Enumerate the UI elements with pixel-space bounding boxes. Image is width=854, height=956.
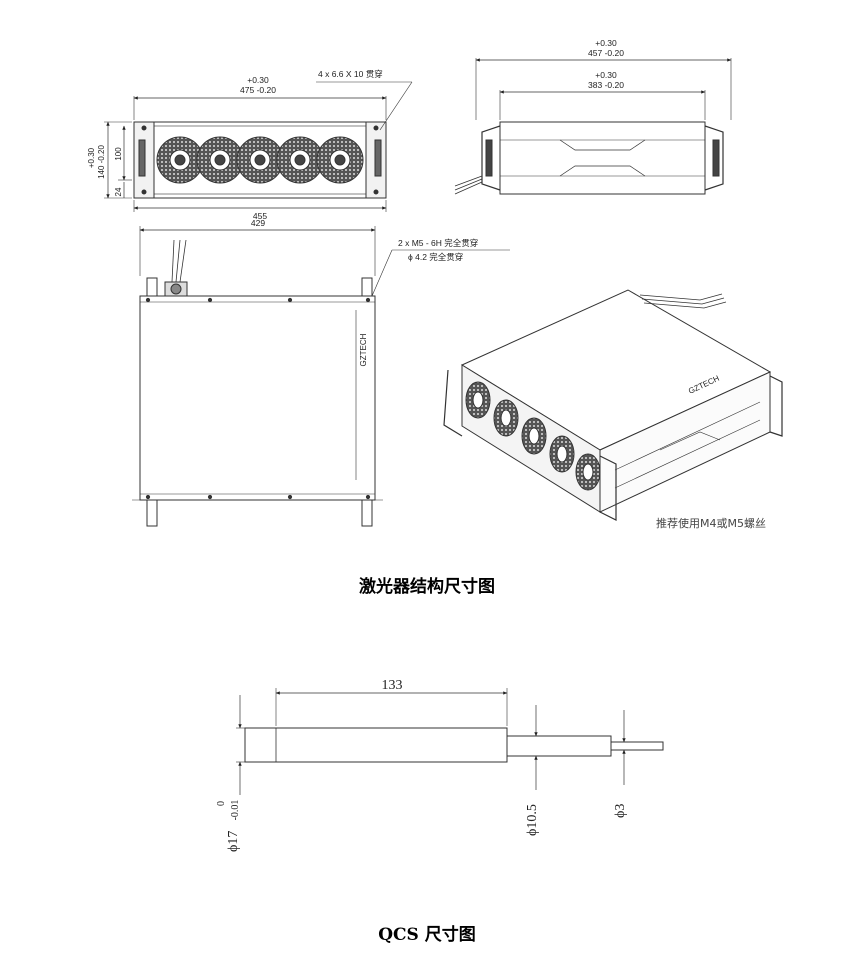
qcs-dia-mid: ϕ10.5 xyxy=(525,804,540,836)
qcs-dia-main-tol-up: 0 xyxy=(216,801,227,806)
top-view xyxy=(132,226,510,527)
front-hole-note: 4 x 6.6 X 10 贯穿 xyxy=(318,69,383,79)
top-note-line1: 2 x M5 - 6H 完全贯穿 xyxy=(398,238,478,248)
qcs-dia-main: ϕ17 xyxy=(226,831,241,852)
top-brand-logo: GZTECH xyxy=(359,333,368,366)
figure-caption-qcs: QCS 尺寸图 xyxy=(378,925,476,945)
side-inner-value: 383 -0.20 xyxy=(588,80,624,90)
front-inner-height: 100 xyxy=(114,147,123,161)
top-width: 429 xyxy=(251,218,265,228)
iso-screw-note: 推荐使用M4或M5螺丝 xyxy=(656,516,766,530)
isometric-view xyxy=(443,289,783,521)
side-inner-tol: +0.30 xyxy=(595,70,617,80)
front-bottom-width: 455 xyxy=(253,211,267,221)
front-width-value: 475 -0.20 xyxy=(240,85,276,95)
front-view xyxy=(104,81,413,212)
front-height-value: 140 -0.20 xyxy=(97,145,106,179)
front-bottom-offset: 24 xyxy=(114,187,123,196)
qcs-drawing xyxy=(236,688,664,795)
qcs-dia-fiber: ϕ3 xyxy=(613,804,628,818)
qcs-dia-main-tol-low: -0.01 xyxy=(230,800,241,821)
front-fans xyxy=(156,136,364,184)
side-outer-value: 457 -0.20 xyxy=(588,48,624,58)
figure-caption-laser: 激光器结构尺寸图 xyxy=(359,577,495,597)
top-note-line2: ϕ 4.2 完全贯穿 xyxy=(408,252,463,262)
front-height-tol: +0.30 xyxy=(87,147,96,168)
iso-fans xyxy=(465,381,601,491)
qcs-length: 133 xyxy=(382,678,403,693)
side-outer-tol: +0.30 xyxy=(595,38,617,48)
side-view xyxy=(454,58,732,195)
front-width-tol: +0.30 xyxy=(247,75,269,85)
